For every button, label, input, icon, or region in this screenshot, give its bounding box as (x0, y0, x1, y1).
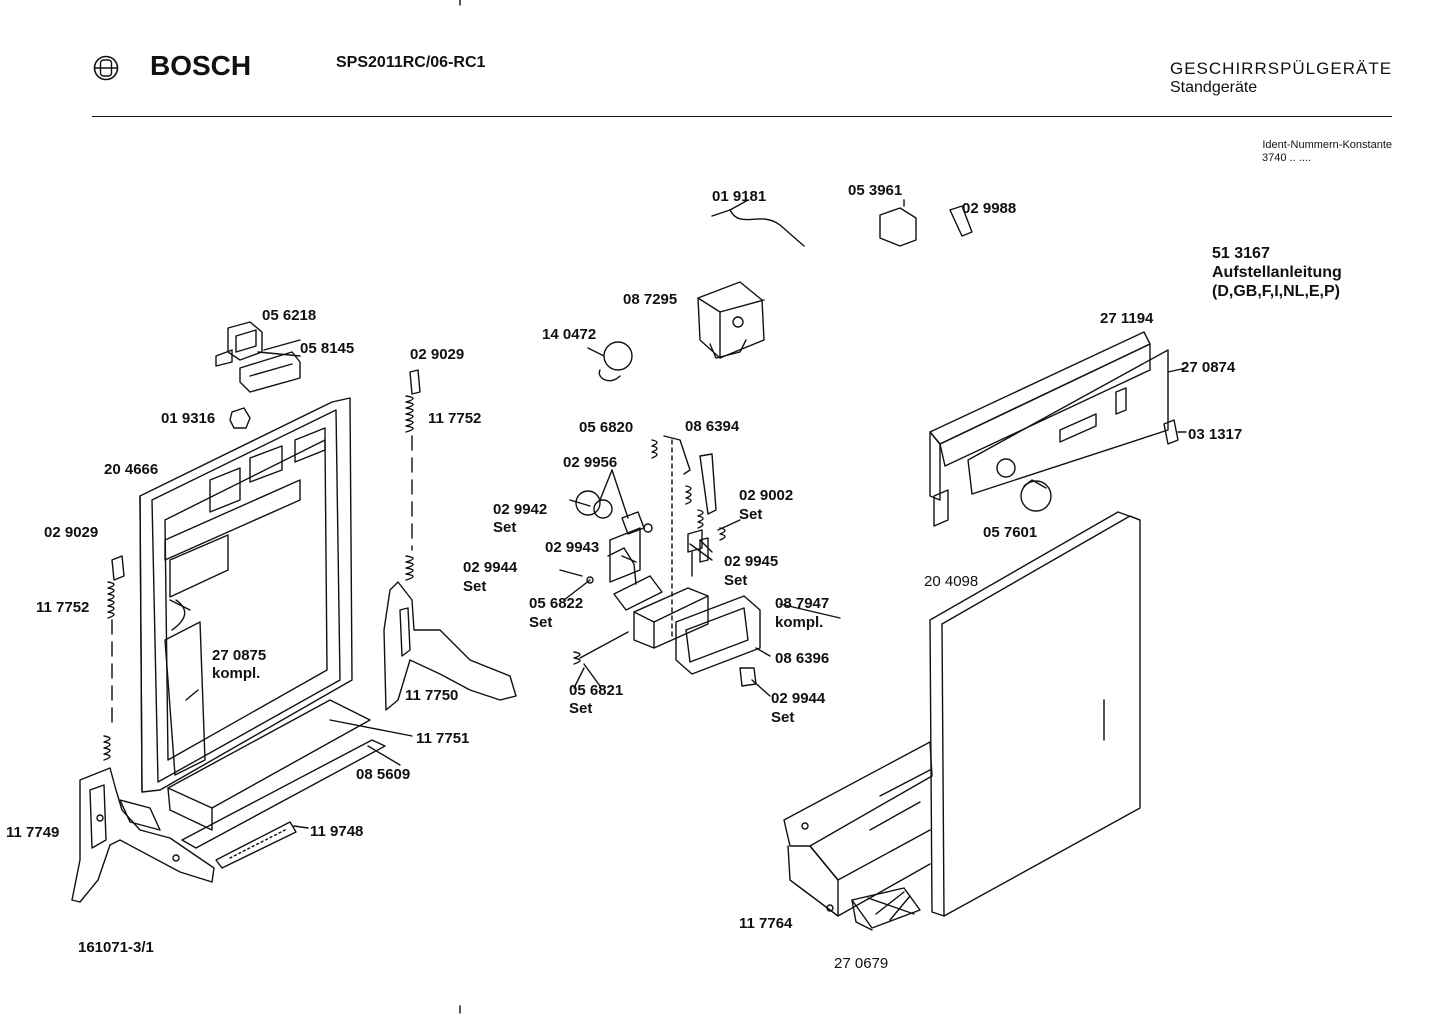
part-label: Set (739, 506, 763, 523)
part-label: 01 9181 (712, 188, 767, 205)
part-label: 02 9945 (724, 553, 779, 570)
part-label: 05 7601 (983, 524, 1038, 541)
part-label: 08 5609 (356, 766, 411, 783)
note-title: Aufstellanleitung (1212, 264, 1342, 281)
base-117764 (784, 742, 932, 916)
door-frame-204666 (140, 398, 352, 792)
part-label: Set (463, 578, 487, 595)
control-panel-271194 (930, 332, 1168, 526)
part-label: 01 9316 (161, 410, 216, 427)
category-subtitle: Standgeräte (1170, 79, 1258, 96)
part-label: 27 0679 (834, 955, 889, 972)
part-label: 08 6394 (685, 418, 740, 435)
ident-value: 3740 .. .... (1262, 152, 1311, 164)
part-label: 02 9944 (771, 690, 826, 707)
document-number: 161071-3/1 (78, 939, 154, 956)
part-label: kompl. (775, 614, 824, 631)
part-label: 02 9002 (739, 487, 794, 504)
knob-140472 (604, 342, 632, 370)
door-panel-204098 (930, 512, 1140, 916)
part-label: 08 7295 (623, 291, 678, 308)
part-label: 08 6396 (775, 650, 830, 667)
part-label: Set (493, 519, 517, 536)
part-label: 03 1317 (1188, 426, 1243, 443)
header-divider (92, 116, 1392, 117)
part-label: 02 9956 (563, 454, 618, 471)
part-label: 11 7764 (739, 915, 793, 932)
part-label: 08 7947 (775, 595, 830, 612)
spring-left (104, 556, 124, 760)
timer-087295 (698, 282, 764, 358)
part-label: 02 9029 (44, 524, 99, 541)
part-label: 11 7750 (405, 687, 459, 704)
part-label: 02 9944 (463, 559, 518, 576)
note-number: 51 3167 (1212, 245, 1270, 262)
foot-270679 (852, 888, 920, 930)
model-number: SPS2011RC/06-RC1 (336, 54, 486, 71)
part-label: 05 6822 (529, 595, 584, 612)
part-label: Set (569, 700, 593, 717)
part-label: 02 9988 (962, 200, 1017, 217)
part-label: 11 7749 (6, 824, 60, 841)
part-label: 05 6821 (569, 682, 624, 699)
knob-057601 (1021, 481, 1051, 511)
note-languages: (D,GB,F,I,NL,E,P) (1212, 283, 1340, 300)
part-label: 05 3961 (848, 182, 903, 199)
part-label: 27 0874 (1181, 359, 1236, 376)
category-title: GESCHIRRSPÜLGERÄTE (1170, 59, 1393, 78)
brand-name: BOSCH (150, 50, 252, 81)
part-label: 11 9748 (310, 823, 364, 840)
part-label: 05 6820 (579, 419, 634, 436)
part-label: Set (724, 572, 748, 589)
part-label: 05 6218 (262, 307, 317, 324)
part-label: 11 7752 (36, 599, 90, 616)
installation-note: 51 3167 Aufstellanleitung (D,GB,F,I,NL,E… (1212, 244, 1342, 301)
part-label: 14 0472 (542, 326, 597, 343)
latch-056218 (216, 322, 300, 392)
bracket-053961 (880, 208, 916, 246)
part-label: 27 0875 (212, 647, 267, 664)
part-label: 05 8145 (300, 340, 355, 357)
part-label: 11 7751 (416, 730, 470, 747)
part-label: 11 7752 (428, 410, 482, 427)
switch-assembly-087947 (610, 528, 760, 674)
bosch-armature-logo-icon (93, 55, 119, 81)
part-label: 02 9943 (545, 539, 600, 556)
hinge-center-117750 (384, 582, 516, 710)
ident-title: Ident-Nummern-Konstante (1262, 139, 1392, 151)
clip-019316 (230, 408, 250, 428)
part-label: 27 1194 (1100, 310, 1154, 327)
clip-029988 (950, 206, 972, 236)
part-label: Set (771, 709, 795, 726)
part-label: 20 4666 (104, 461, 159, 478)
part-label: 02 9942 (493, 501, 548, 518)
part-label: Set (529, 614, 553, 631)
strips (168, 700, 412, 868)
cable-019181 (730, 210, 804, 246)
part-label: 20 4098 (924, 573, 979, 590)
spring-center (406, 370, 420, 580)
part-label: 02 9029 (410, 346, 465, 363)
hinge-left-117749 (72, 768, 214, 902)
part-label: kompl. (212, 665, 261, 682)
